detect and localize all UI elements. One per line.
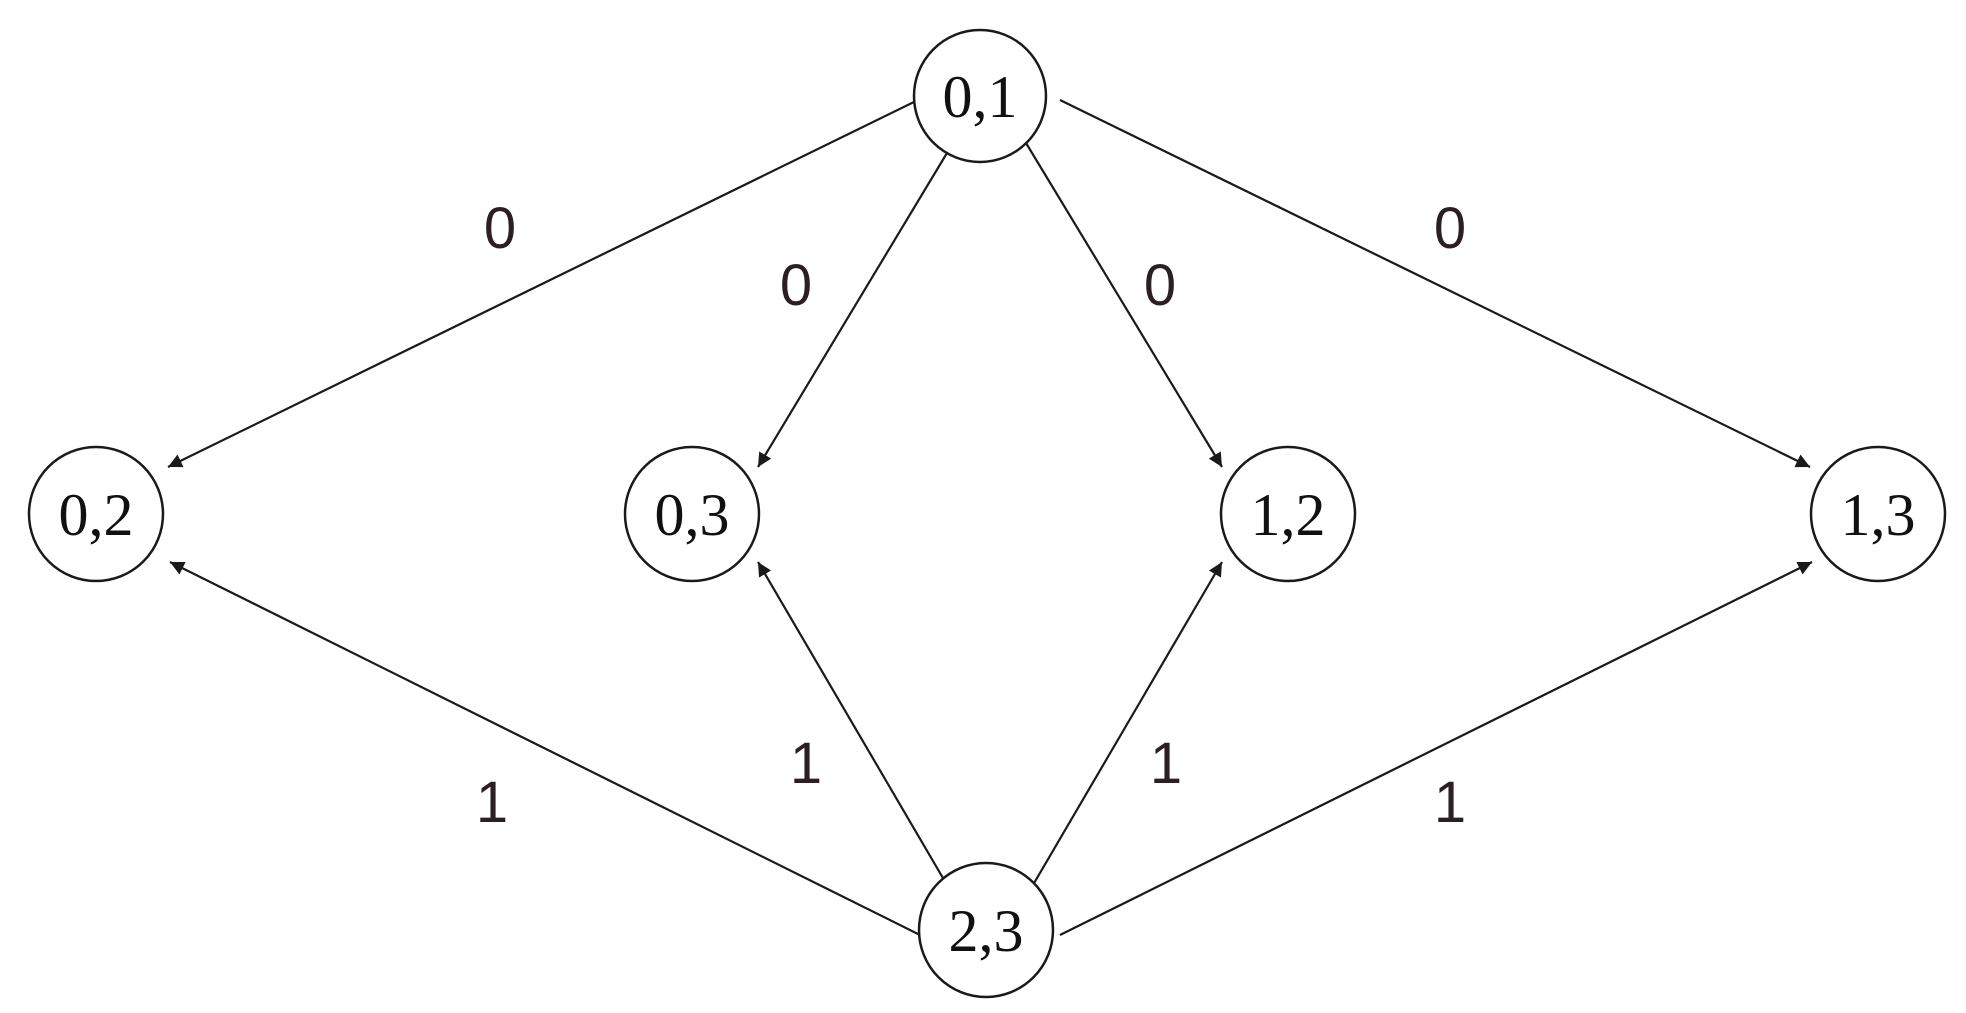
edge-label: 0 — [780, 253, 812, 318]
edge-label: 1 — [790, 731, 822, 796]
node-label: 0,1 — [943, 64, 1018, 130]
node-label: 1,3 — [1841, 482, 1916, 548]
node-label: 1,2 — [1251, 482, 1326, 548]
node-label: 0,3 — [655, 482, 730, 548]
edge-0-1-to-1-3: 0 — [1059, 99, 1811, 468]
edge-label: 1 — [476, 770, 508, 835]
edge-label: 1 — [1434, 770, 1466, 835]
edge-label: 0 — [1434, 196, 1466, 261]
node-label: 2,3 — [949, 898, 1024, 964]
edge-label: 0 — [1144, 253, 1176, 318]
edge-0-1-to-1-2: 0 — [1025, 142, 1223, 468]
node-1-3: 1,3 — [1809, 445, 1947, 583]
node-0-2: 0,2 — [27, 445, 165, 583]
node-1-2: 1,2 — [1219, 445, 1357, 583]
edge-0-1-to-0-2: 0 — [167, 99, 919, 468]
node-0-1: 0,1 — [912, 28, 1048, 164]
edge-2-3-to-1-2: 1 — [1029, 561, 1223, 891]
edge-2-3-to-1-3: 1 — [1059, 561, 1813, 936]
edge-label: 0 — [484, 196, 516, 261]
edge-2-3-to-0-2: 1 — [169, 561, 921, 936]
edge-2-3-to-0-3: 1 — [757, 561, 951, 891]
node-label: 0,2 — [59, 482, 134, 548]
node-0-3: 0,3 — [623, 445, 761, 583]
edge-label: 1 — [1150, 731, 1182, 796]
edge-0-1-to-0-3: 0 — [757, 142, 954, 468]
node-2-3: 2,3 — [917, 861, 1055, 999]
